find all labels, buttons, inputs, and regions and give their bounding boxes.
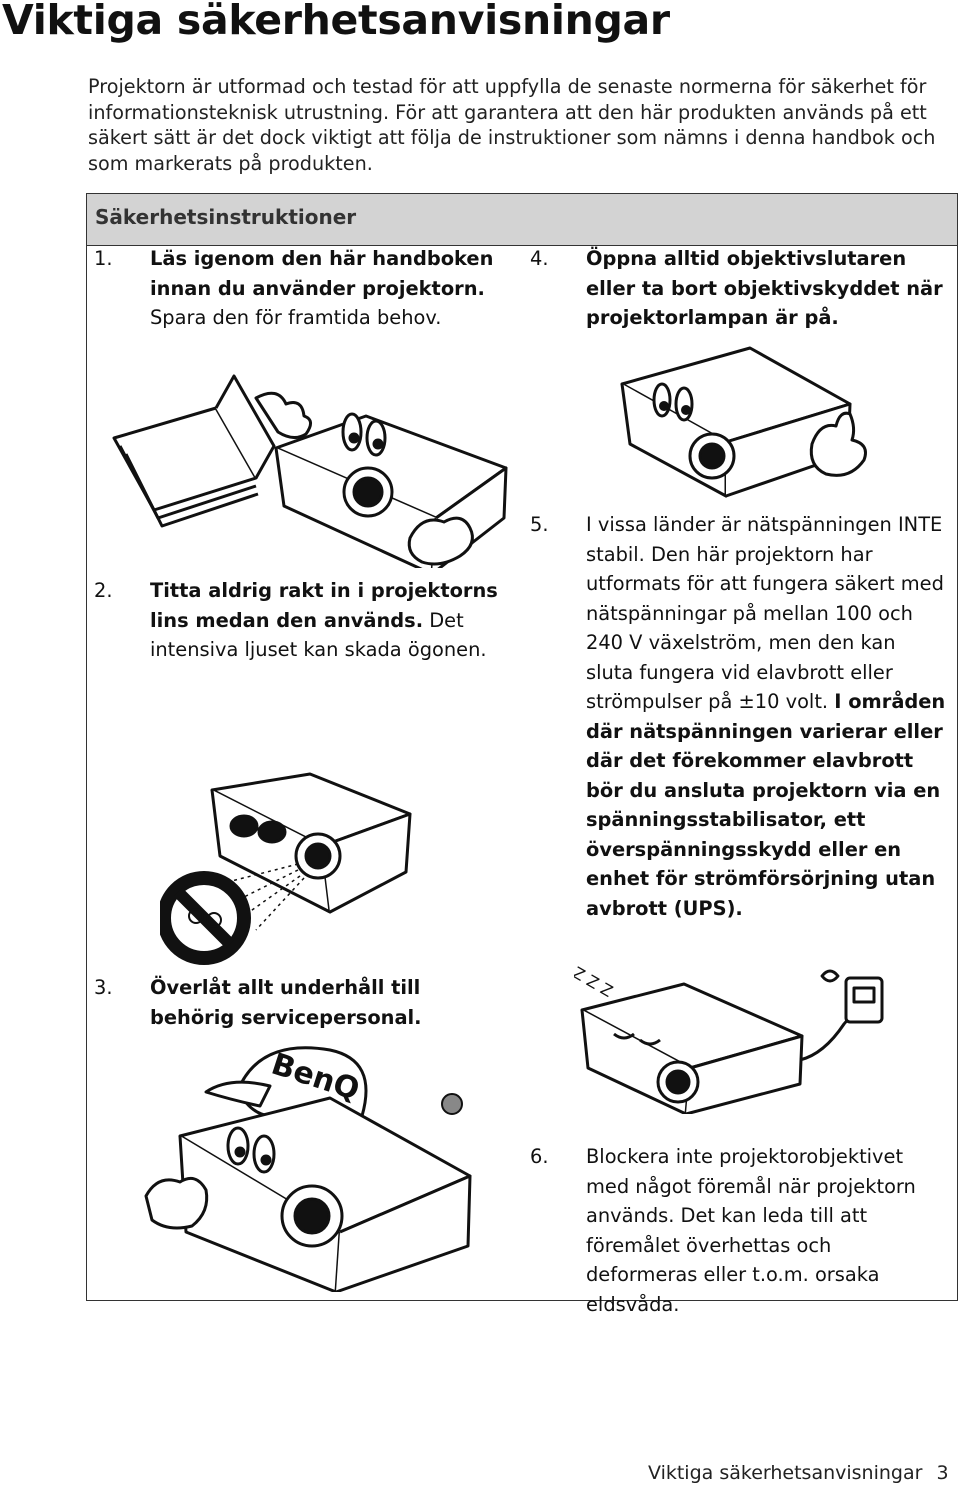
instruction-text: Spara den för framtida behov. <box>150 306 442 329</box>
projector-lens-cover-illustration <box>620 346 867 498</box>
projector-reading-manual-illustration <box>112 374 508 568</box>
instruction-5: 5. I vissa länder är nätspänningen INTE … <box>530 510 950 930</box>
instruction-number: 4. <box>530 247 549 270</box>
footer-section-title: Viktiga säkerhetsanvisningar <box>648 1462 923 1484</box>
instruction-number: 2. <box>94 579 113 602</box>
projector-power-adapter-illustration: Z Z Z <box>574 964 884 1114</box>
no-looking-into-lens-illustration <box>160 772 412 965</box>
instruction-text: Blockera inte projektorobjektivet med nå… <box>586 1145 916 1316</box>
box-header: Säkerhetsinstruktioner <box>87 194 957 246</box>
instruction-bold-text: Öppna alltid objektivslutaren eller ta b… <box>586 247 943 329</box>
instruction-3: 3. Överlåt allt underhåll till behörig s… <box>94 973 514 1033</box>
instruction-bold-text: Överlåt allt underhåll till behörig serv… <box>150 976 422 1029</box>
instruction-text: Det intensiva ljuset kan skada ögonen. <box>150 608 487 662</box>
safety-instructions-box: Säkerhetsinstruktioner <box>86 193 958 1301</box>
page-number: 3 <box>936 1462 949 1484</box>
instruction-bold-text: I områden där nätspänningen varierar ell… <box>586 690 946 920</box>
box-title: Säkerhetsinstruktioner <box>95 205 357 229</box>
instruction-number: 6. <box>530 1145 549 1168</box>
instruction-number: 5. <box>530 513 549 536</box>
page-footer: Viktiga säkerhetsanvisningar 3 <box>648 1462 949 1484</box>
instruction-4: 4. Öppna alltid objektivslutaren eller t… <box>530 244 950 334</box>
projector-service-cap-illustration: BenQ <box>144 1046 472 1292</box>
snore-text: Z Z Z <box>574 964 616 1001</box>
instruction-1: 1. Läs igenom den här handboken innan du… <box>94 244 514 334</box>
instruction-number: 3. <box>94 976 113 999</box>
intro-paragraph: Projektorn är utformad och testad för at… <box>88 75 936 175</box>
pointing-hand-illustration <box>407 516 474 566</box>
instruction-bold-text: Titta aldrig rakt in i projektorns lins … <box>150 579 498 632</box>
instruction-6: 6. Blockera inte projektorobjektivet med… <box>530 1142 950 1316</box>
instruction-number: 1. <box>94 247 113 270</box>
instruction-2: 2. Titta aldrig rakt in i projektorns li… <box>94 576 514 666</box>
instruction-bold-text: Läs igenom den här handboken innan du an… <box>150 247 494 300</box>
instruction-text: I vissa länder är nätspänningen INTE sta… <box>586 513 944 713</box>
page-title: Viktiga säkerhetsanvisningar <box>2 0 670 44</box>
